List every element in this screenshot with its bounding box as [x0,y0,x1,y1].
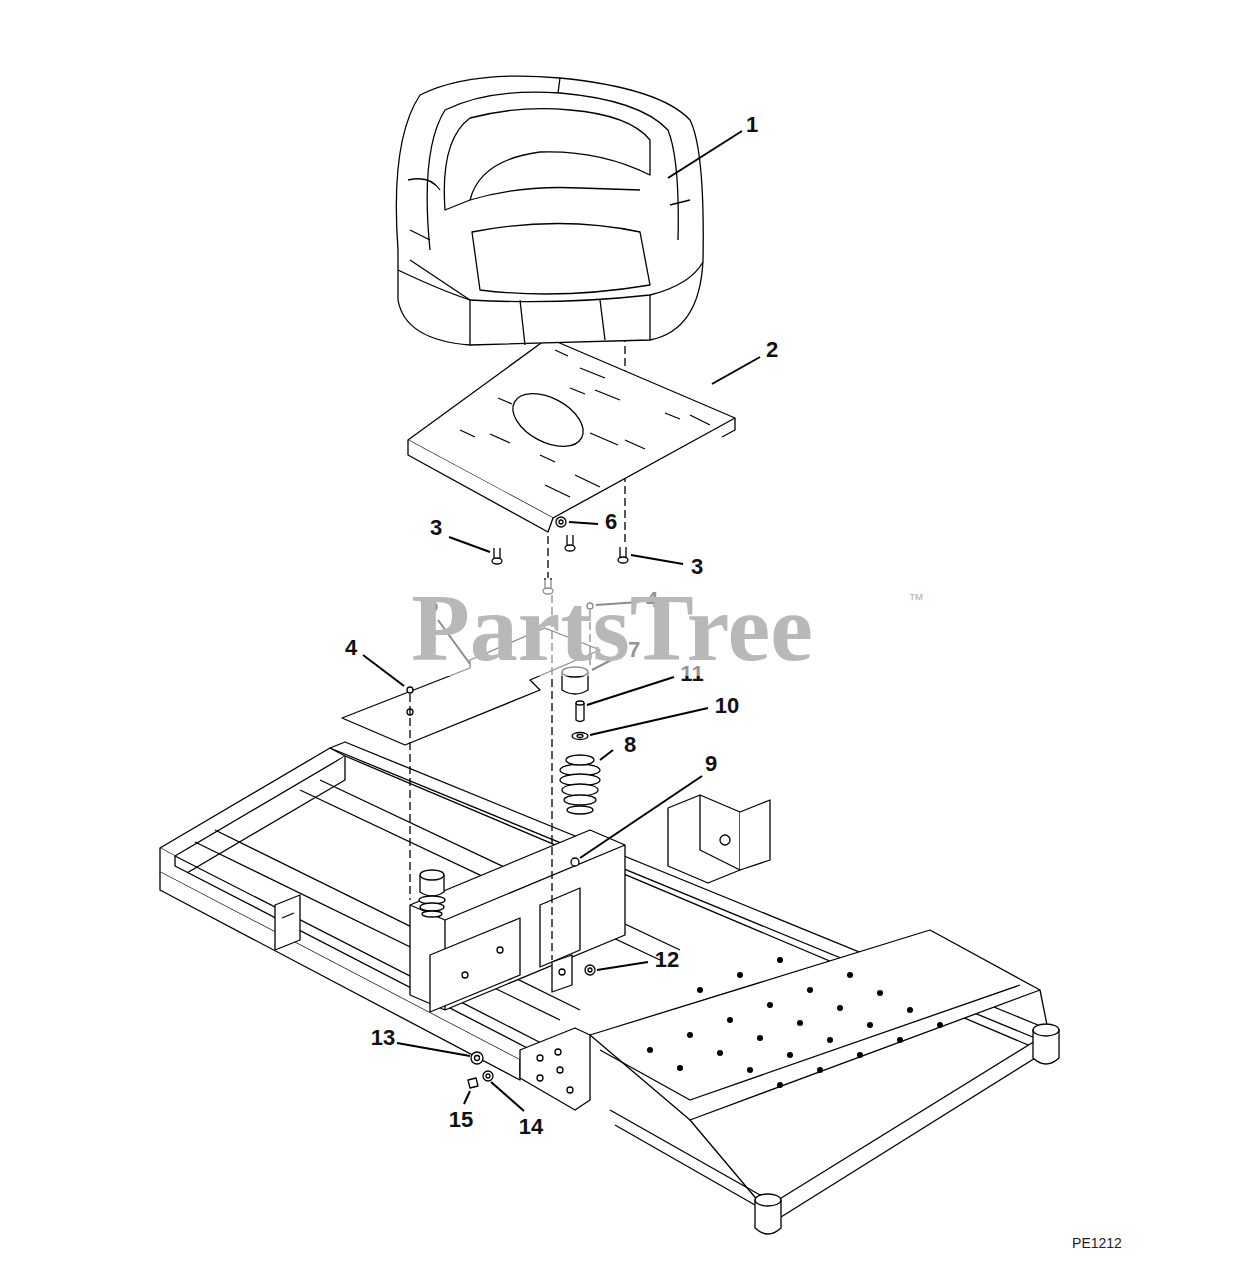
callout-number: 8 [624,734,636,756]
figure-code: PE1212 [1072,1236,1122,1250]
callout-number: 10 [715,695,739,717]
callout-number: 15 [449,1109,473,1131]
watermark: PartsTree [409,580,815,676]
callout-number: 2 [766,339,778,361]
callout-number: 12 [655,949,679,971]
callout-number: 4 [345,637,357,659]
callout-number: 1 [746,114,758,136]
callout-number: 9 [705,753,717,775]
seat-mount-plate [408,338,735,532]
spring-stack [560,667,600,814]
callout-number: 6 [605,511,617,533]
seat [396,76,703,345]
callout-number: 13 [371,1027,395,1049]
callout-number: 3 [691,556,703,578]
callout-number: 3 [430,517,442,539]
chassis-frame [160,742,1059,1234]
installed-spring [419,870,445,917]
trademark: ™ [908,592,924,608]
callout-number: 14 [519,1116,543,1138]
